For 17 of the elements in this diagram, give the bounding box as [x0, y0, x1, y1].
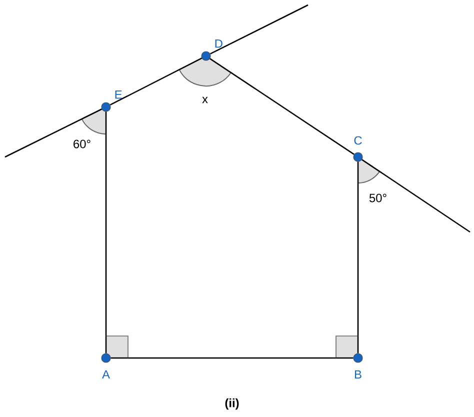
angle-label: 60°: [74, 140, 90, 148]
caption: (ii): [225, 398, 239, 410]
node-label: E: [115, 90, 122, 99]
line-segment: [362, 159, 470, 233]
node-label: A: [102, 370, 110, 379]
line-segment: [110, 357, 354, 359]
line-segment: [110, 58, 202, 106]
line-segment: [210, 58, 354, 155]
node-label: D: [215, 39, 222, 48]
angle-label: x: [202, 96, 208, 104]
line-segment: [4, 108, 102, 158]
node-label: C: [354, 136, 362, 145]
line-segment: [105, 112, 107, 354]
line-segment: [210, 4, 308, 54]
line-segment: [357, 162, 359, 354]
node-label: B: [355, 370, 362, 379]
angle-label: 50°: [369, 194, 386, 202]
